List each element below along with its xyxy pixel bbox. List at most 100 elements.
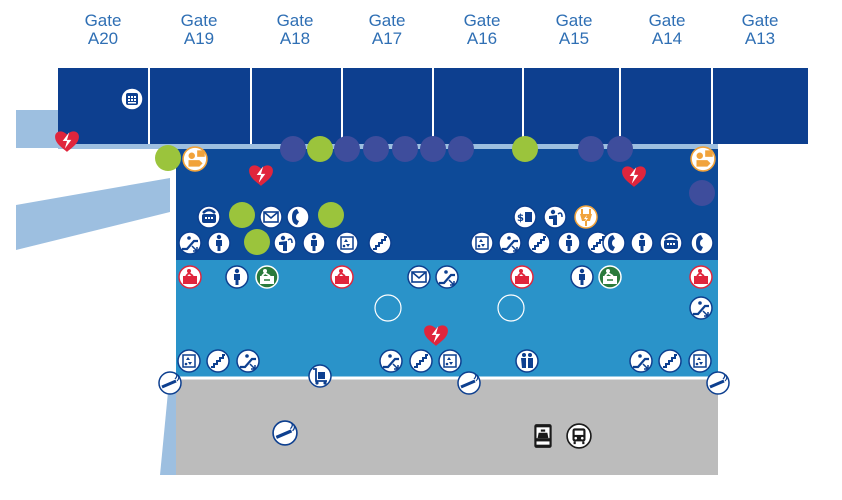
escalator-icon[interactable] — [236, 349, 260, 373]
elevator-icon[interactable] — [335, 231, 359, 255]
restroom-icon[interactable] — [207, 231, 231, 255]
gate-word: Gate — [84, 11, 122, 30]
gate-marker[interactable] — [334, 136, 360, 162]
restroom-icon[interactable] — [570, 265, 594, 289]
gate-marker[interactable] — [448, 136, 474, 162]
gate-marker[interactable] — [363, 136, 389, 162]
restroom-icon[interactable] — [557, 231, 581, 255]
telephone-icon[interactable] — [286, 205, 310, 229]
water-fountain-icon[interactable] — [273, 231, 297, 255]
gate-markers — [280, 136, 715, 206]
stairs-icon[interactable] — [206, 349, 230, 373]
bus-icon[interactable] — [566, 423, 592, 449]
family-room-icon[interactable] — [255, 265, 279, 289]
charging-icon[interactable] — [574, 205, 598, 229]
gate-number: A15 — [558, 29, 590, 48]
escalator-icon[interactable] — [435, 265, 459, 289]
left-walkway-upper — [16, 110, 62, 148]
lost-and-found-icon[interactable] — [510, 265, 534, 289]
gate-number: A20 — [87, 29, 119, 48]
mail-icon[interactable] — [407, 265, 431, 289]
gate-marker-outline — [497, 294, 525, 322]
phone-icon[interactable] — [120, 87, 144, 111]
smoking-icon[interactable] — [457, 371, 481, 395]
smoking-icon[interactable] — [706, 371, 730, 395]
lost-and-found-icon[interactable] — [689, 265, 713, 289]
elevator-icon[interactable] — [177, 349, 201, 373]
gate-marker[interactable] — [392, 136, 418, 162]
elevator-icon[interactable] — [438, 349, 462, 373]
info-icon[interactable] — [690, 146, 716, 172]
gate-number: A19 — [183, 29, 215, 48]
gate-word: Gate — [368, 11, 406, 30]
gate-word: Gate — [648, 11, 686, 30]
green-marker[interactable] — [244, 229, 270, 255]
gate-marker[interactable] — [689, 180, 715, 206]
gate-word: Gate — [463, 11, 501, 30]
info-icon[interactable] — [182, 146, 208, 172]
gate-marker[interactable] — [578, 136, 604, 162]
stairs-icon[interactable] — [368, 231, 392, 255]
green-marker[interactable] — [155, 145, 181, 171]
gate-number: A14 — [651, 29, 683, 48]
green-marker[interactable] — [307, 136, 333, 162]
mail-icon[interactable] — [259, 205, 283, 229]
taxi-icon[interactable] — [534, 424, 552, 448]
elevator-icon[interactable] — [688, 349, 712, 373]
gate-word: Gate — [276, 11, 314, 30]
lost-and-found-icon[interactable] — [178, 265, 202, 289]
green-markers — [155, 136, 538, 255]
smoking-icon[interactable] — [272, 420, 298, 446]
escalator-icon[interactable] — [689, 296, 713, 320]
lost-and-found-icon[interactable] — [330, 265, 354, 289]
walkways — [16, 110, 176, 475]
telephone-icon[interactable] — [690, 231, 714, 255]
tty-icon[interactable] — [197, 205, 221, 229]
stairs-icon[interactable] — [658, 349, 682, 373]
stairs-icon[interactable] — [409, 349, 433, 373]
water-fountain-icon[interactable] — [543, 205, 567, 229]
gate-word: Gate — [555, 11, 593, 30]
atm-icon[interactable] — [513, 205, 537, 229]
gate-number: A13 — [744, 29, 776, 48]
baggage-cart-icon[interactable] — [308, 364, 332, 388]
gate-marker-outline — [374, 294, 402, 322]
gate-word: Gate — [741, 11, 779, 30]
restroom-icon[interactable] — [302, 231, 326, 255]
escalator-icon[interactable] — [379, 349, 403, 373]
stairs-icon[interactable] — [527, 231, 551, 255]
family-restroom-icon[interactable] — [515, 349, 539, 373]
gate-dividers — [148, 68, 713, 144]
green-marker[interactable] — [229, 202, 255, 228]
tty-icon[interactable] — [659, 231, 683, 255]
restroom-icon[interactable] — [225, 265, 249, 289]
ramp-walkway — [160, 392, 176, 475]
gate-number: A18 — [279, 29, 311, 48]
smoking-icon[interactable] — [158, 371, 182, 395]
elevator-icon[interactable] — [470, 231, 494, 255]
left-walkway-lower — [16, 178, 170, 250]
telephone-icon[interactable] — [602, 231, 626, 255]
gate-word: Gate — [180, 11, 218, 30]
family-room-icon[interactable] — [598, 265, 622, 289]
ground-level — [176, 378, 718, 475]
gate-marker[interactable] — [607, 136, 633, 162]
green-marker[interactable] — [512, 136, 538, 162]
restroom-icon[interactable] — [630, 231, 654, 255]
gate-number: A16 — [466, 29, 498, 48]
green-marker[interactable] — [318, 202, 344, 228]
escalator-icon[interactable] — [629, 349, 653, 373]
gate-marker[interactable] — [420, 136, 446, 162]
escalator-icon[interactable] — [178, 231, 202, 255]
escalator-icon[interactable] — [498, 231, 522, 255]
gate-marker[interactable] — [280, 136, 306, 162]
